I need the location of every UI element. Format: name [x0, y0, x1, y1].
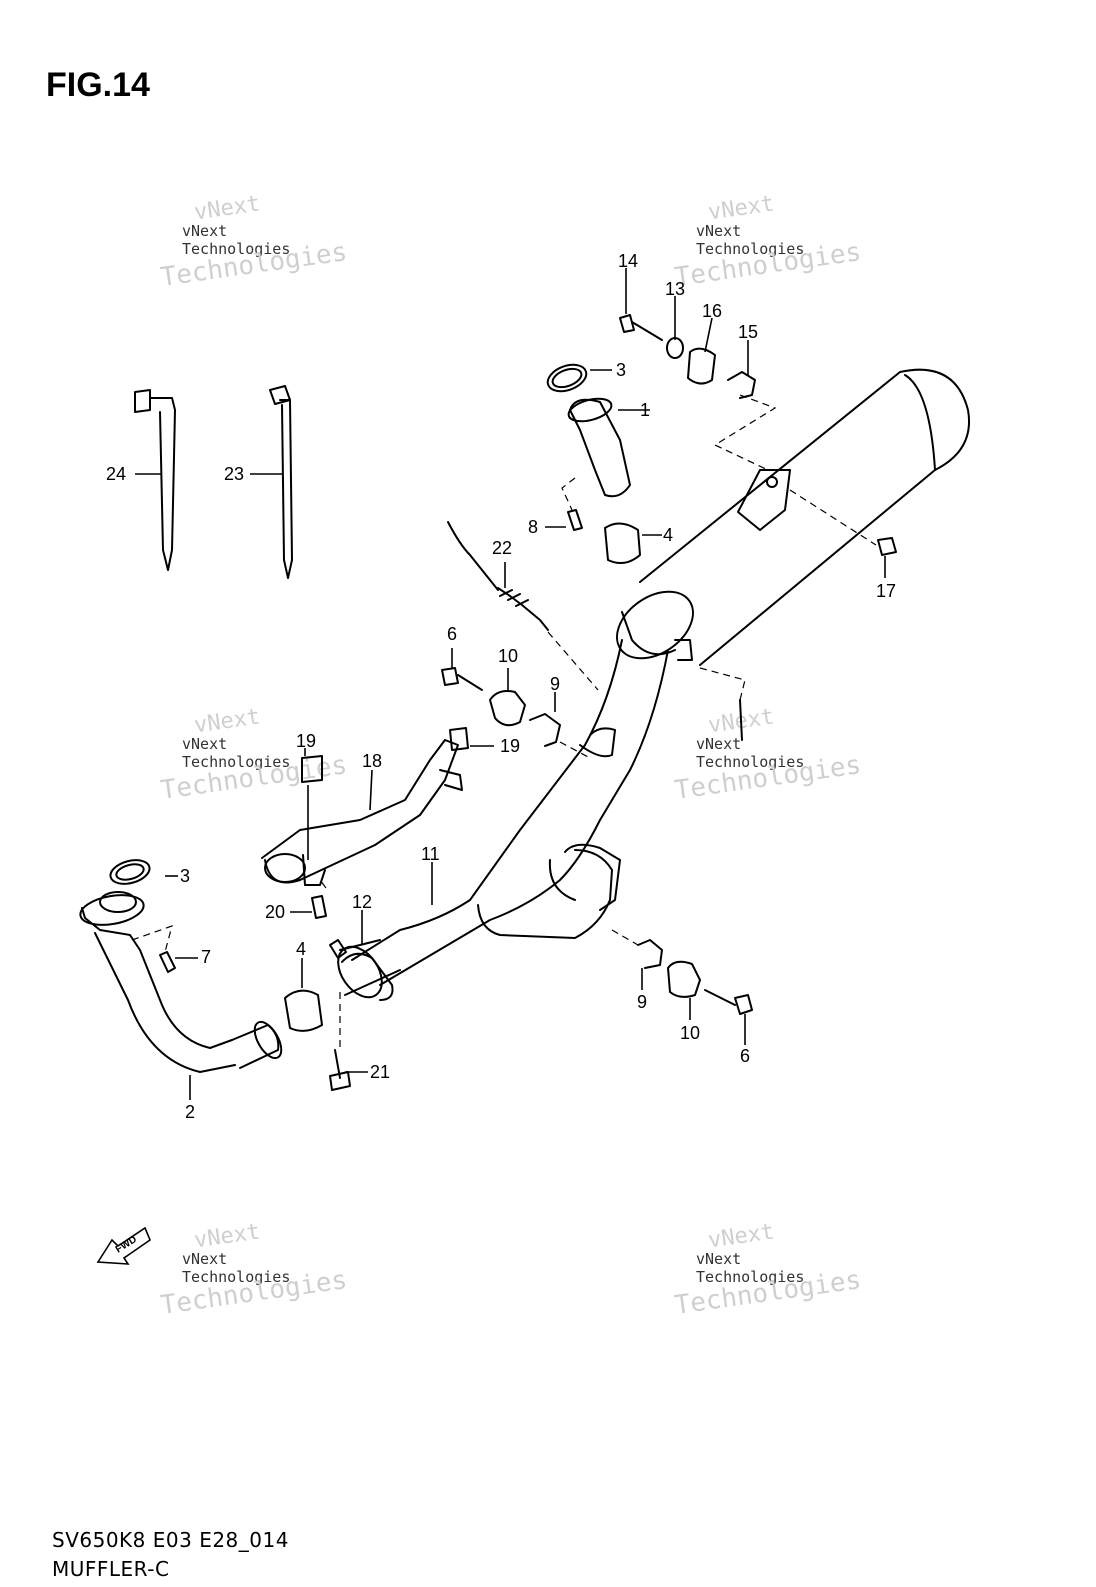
callout-11: 11: [421, 844, 440, 864]
callout-21: 21: [370, 1062, 390, 1082]
callout-4-lower: 4: [296, 939, 306, 959]
diagram-code: SV650K8 E03 E28_014: [52, 1528, 289, 1552]
callout-17: 17: [876, 581, 896, 601]
diagram-name: MUFFLER-C: [52, 1557, 170, 1581]
callout-4-upper: 4: [663, 525, 673, 545]
callout-9-upper: 9: [550, 674, 560, 694]
callout-19-right: 19: [500, 736, 520, 756]
callout-7: 7: [201, 947, 211, 967]
callout-15: 15: [738, 322, 758, 342]
callout-20: 20: [265, 902, 285, 922]
callout-18: 18: [362, 751, 382, 771]
callout-16: 16: [702, 301, 722, 321]
callout-13: 13: [665, 279, 685, 299]
callout-numbers: 14 13 16 15 3 1 4 8 22 6 10 9 24 23 19 1…: [106, 251, 896, 1122]
callout-8: 8: [528, 517, 538, 537]
callout-6-upper: 6: [447, 624, 457, 644]
callout-6-lower: 6: [740, 1046, 750, 1066]
clamp-band-24: [134, 389, 176, 571]
callout-10-lower: 10: [680, 1023, 700, 1043]
callout-23: 23: [224, 464, 244, 484]
forward-arrow-icon: FWD: [96, 1226, 151, 1265]
clamp-band-23: [269, 385, 293, 579]
pipe-18: [261, 739, 463, 886]
callout-19-left: 19: [296, 731, 316, 751]
callout-3-upper: 3: [616, 360, 626, 380]
front-pipe-2: [79, 891, 283, 1073]
muffler-body: [616, 368, 970, 666]
callout-9-lower: 9: [637, 992, 647, 1012]
callout-2: 2: [185, 1102, 195, 1122]
callout-10-upper: 10: [498, 646, 518, 666]
callout-24: 24: [106, 464, 126, 484]
callout-12: 12: [352, 892, 372, 912]
callout-14: 14: [618, 251, 638, 271]
callout-3-lower: 3: [180, 866, 190, 886]
callout-1: 1: [640, 400, 650, 420]
callout-22: 22: [492, 538, 512, 558]
figure-title: FIG.14: [46, 66, 150, 104]
exhaust-pipe-11: [337, 639, 669, 999]
